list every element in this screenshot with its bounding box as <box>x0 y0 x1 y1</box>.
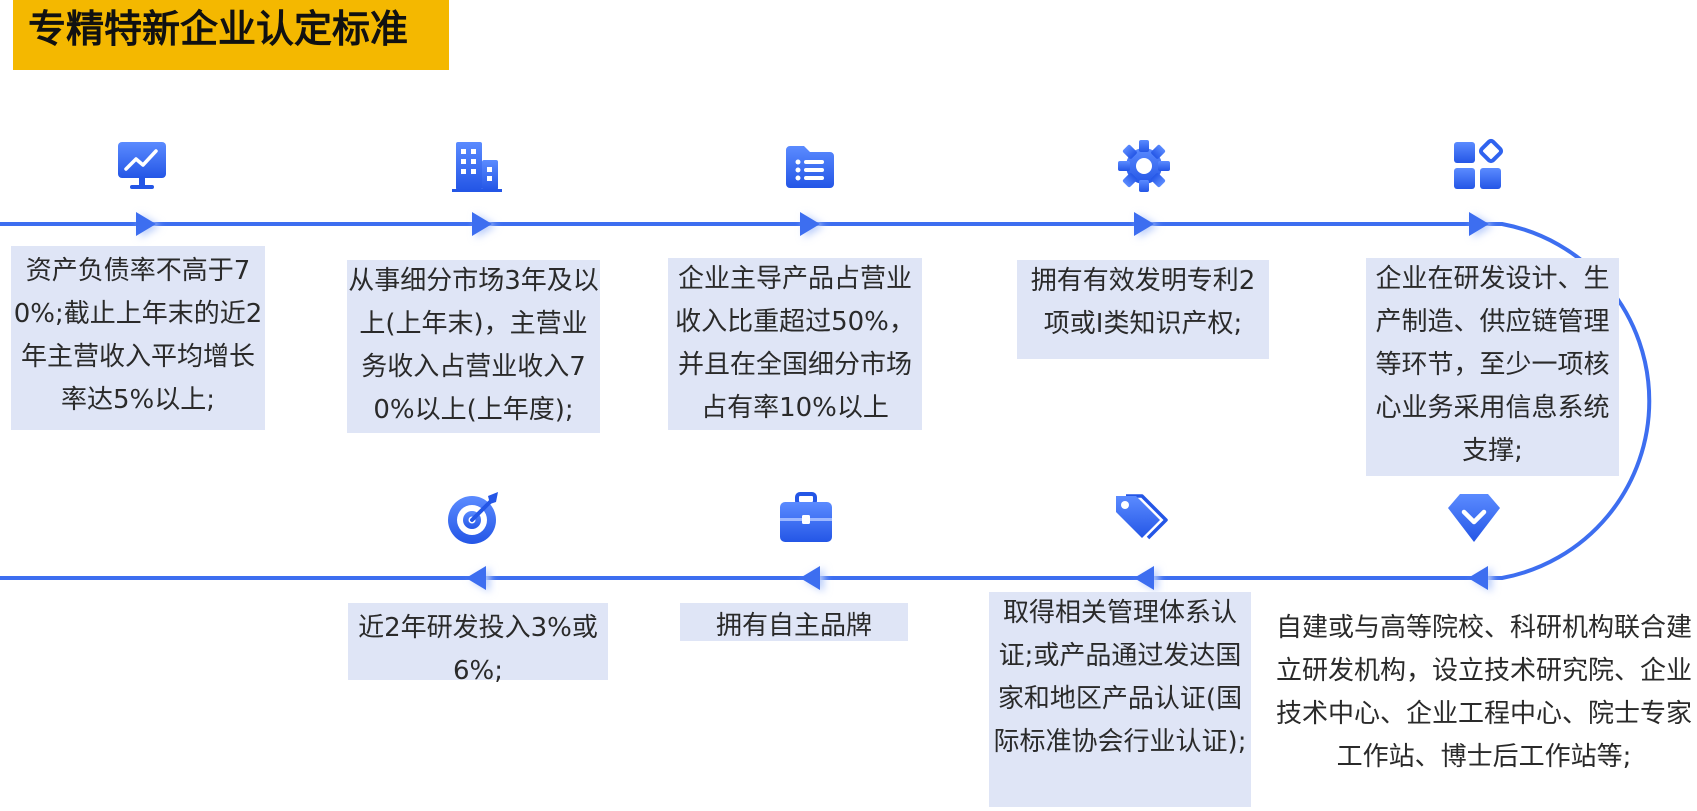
arrow-marker <box>800 212 824 238</box>
criterion-text: 近2年研发投入3%或6%; <box>348 603 608 686</box>
criterion-text: 企业在研发设计、生产制造、供应链管理等环节，至少一项核心业务采用信息系统支撑; <box>1366 258 1619 476</box>
arrow-marker <box>136 212 160 238</box>
chart-screen-icon <box>112 136 172 196</box>
gear-icon <box>1114 136 1174 196</box>
apps-grid-icon <box>1448 136 1508 196</box>
arrow-marker <box>1134 566 1158 592</box>
arrow-marker <box>800 566 824 592</box>
arrow-marker <box>466 566 490 592</box>
arrow-marker <box>1134 212 1158 238</box>
criterion-text: 从事细分市场3年及以上(上年末)，主营业务收入占营业收入70%以上(上年度); <box>347 260 600 433</box>
check-badge-icon <box>1444 488 1504 548</box>
criterion-text: 自建或与高等院校、科研机构联合建立研发机构，设立技术研究院、企业技术中心、企业工… <box>1275 613 1692 772</box>
folder-list-icon <box>780 136 840 196</box>
criterion-text: 拥有自主品牌 <box>680 603 908 641</box>
arrow-marker <box>472 212 496 238</box>
briefcase-icon <box>776 488 836 548</box>
criterion-text: 拥有有效发明专利2项或Ⅰ类知识产权; <box>1017 260 1269 359</box>
criterion-text: 企业主导产品占营业收入比重超过50%，并且在全国细分市场占有率10%以上 <box>668 258 922 430</box>
arrow-marker <box>1468 566 1492 592</box>
title-banner <box>13 0 449 70</box>
tags-icon <box>1110 488 1170 548</box>
target-icon <box>444 488 504 548</box>
page-title: 专精特新企业认定标准 <box>28 6 409 51</box>
criterion-text: 取得相关管理体系认证;或产品通过发达国家和地区产品认证(国际标准协会行业认证); <box>989 592 1251 807</box>
timeline-line <box>0 222 1652 580</box>
arrow-marker <box>1469 212 1493 238</box>
building-icon <box>446 136 506 196</box>
criterion-text: 资产负债率不高于70%;截止上年末的近2年主营收入平均增长率达5%以上; <box>11 246 265 430</box>
